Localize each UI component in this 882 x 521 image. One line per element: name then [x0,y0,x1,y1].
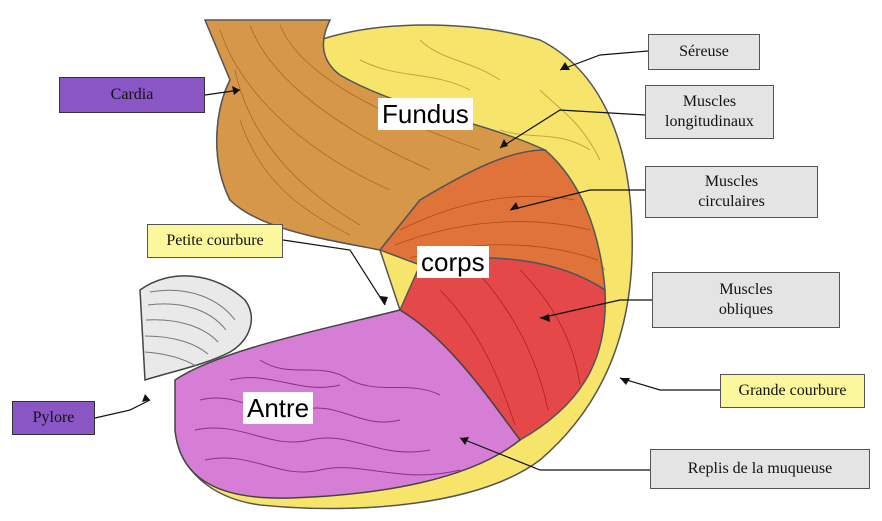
antre-region-label: Antre [243,392,313,424]
fundus-region-label: Fundus [378,98,473,130]
muscles-obliques-label: Muscles obliques [652,272,840,328]
replis-de-la-muqueuse-label: Replis de la muqueuse [650,449,870,489]
grande-courbure-label: Grande courbure [720,374,865,408]
petite-courbure-label: Petite courbure [147,224,283,258]
muscles-longitudinaux-label: Muscles longitudinaux [645,85,774,139]
pylore-label: Pylore [12,401,95,435]
cardia-label: Cardia [59,77,205,113]
muscles-circulaires-label: Muscles circulaires [645,166,818,218]
sereuse-label: Séreuse [648,34,760,70]
corps-region-label: corps [417,246,489,278]
